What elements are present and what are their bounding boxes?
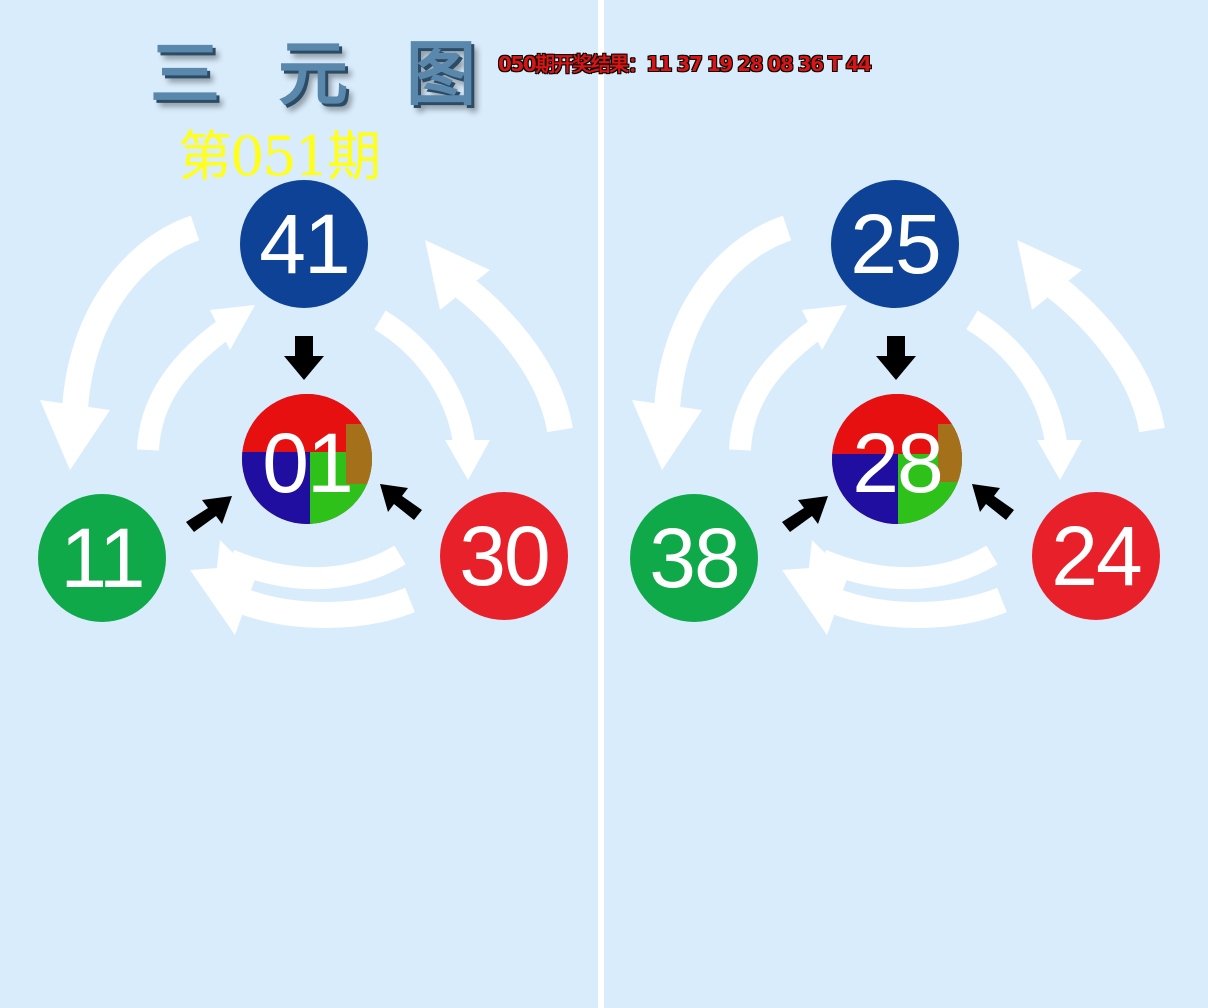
- arrow-diagonal-icon: [972, 484, 1014, 520]
- panel-divider: [598, 0, 604, 1008]
- right-ball-number: 24: [1051, 509, 1142, 603]
- arrow-down-icon: [876, 336, 916, 380]
- top-ball-number: 25: [850, 197, 941, 291]
- center-ball: 01: [242, 394, 372, 524]
- center-ball-number: 01: [262, 416, 353, 510]
- cycle-arrows-icon: [40, 215, 573, 635]
- cycle-arrows-icon: [632, 215, 1165, 635]
- arrow-down-icon: [284, 336, 324, 380]
- right-ball-number: 30: [459, 509, 550, 603]
- left-ball-number: 38: [649, 511, 740, 605]
- top-ball: 41: [240, 180, 368, 308]
- top-ball-number: 41: [259, 197, 350, 291]
- latest-result-text: 050期开奖结果：11 37 19 28 08 36 T 44: [498, 52, 872, 76]
- right-ball: 30: [440, 492, 568, 620]
- top-ball: 25: [831, 180, 959, 308]
- page-title: 三元图: [150, 33, 534, 115]
- arrow-diagonal-icon: [380, 484, 422, 520]
- left-ball: 11: [38, 494, 166, 622]
- left-ball-number: 11: [60, 511, 145, 605]
- arrow-diagonal-icon: [186, 496, 232, 532]
- current-period-label: 第051期: [178, 125, 381, 188]
- center-ball-number: 28: [852, 416, 943, 510]
- center-ball: 28: [832, 394, 962, 524]
- right-ball: 24: [1032, 492, 1160, 620]
- arrow-diagonal-icon: [782, 496, 828, 532]
- left-ball: 38: [630, 494, 758, 622]
